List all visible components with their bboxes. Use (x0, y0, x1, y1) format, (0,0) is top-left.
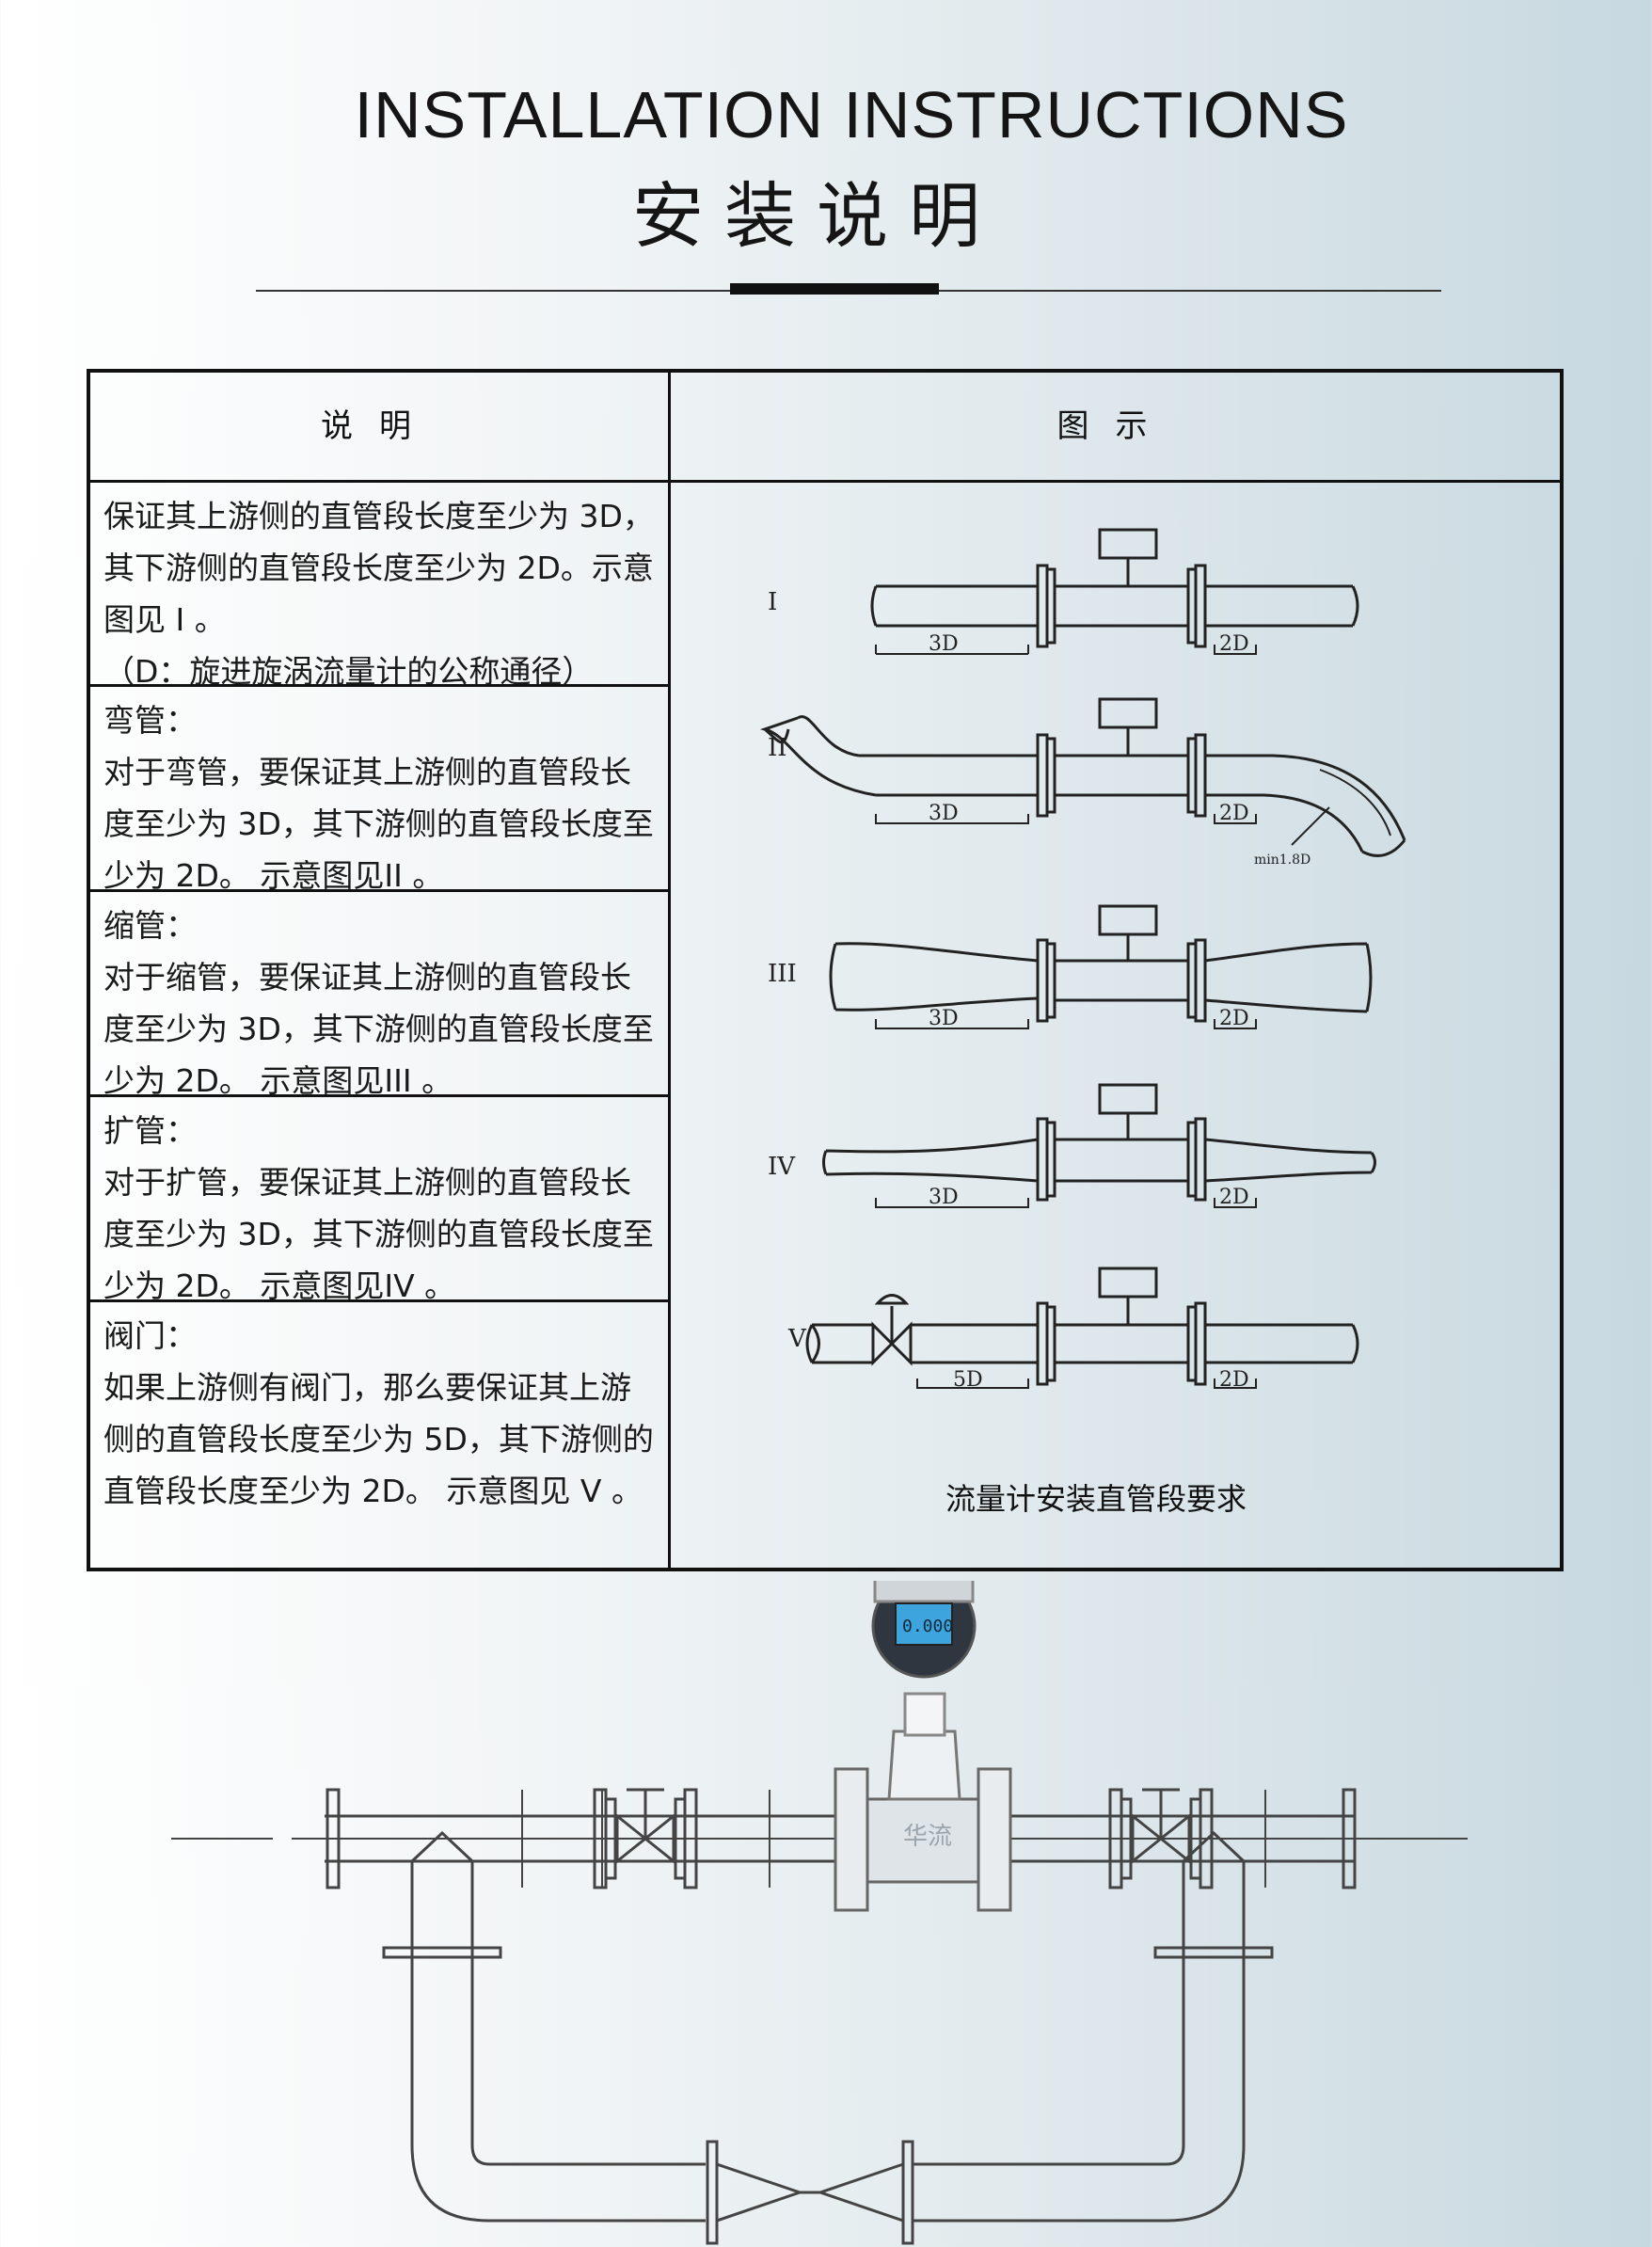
figure-roman-numeral: IV (768, 1153, 796, 1181)
desc-line: 对于弯管，要保证其上游侧的直管段长 (103, 754, 631, 790)
desc-line: 度至少为 3D，其下游侧的直管段长度至 (103, 1216, 654, 1252)
desc-line: 少为 2D。 示意图见III 。 (103, 1062, 453, 1099)
desc-line: 对于扩管，要保证其上游侧的直管段长 (103, 1164, 631, 1201)
desc-row-expander: 扩管： 对于扩管，要保证其上游侧的直管段长 度至少为 3D，其下游侧的直管段长度… (90, 1097, 668, 1304)
desc-line: 扩管： (103, 1112, 197, 1149)
figure-roman-numeral: I (768, 588, 777, 616)
downstream-length-label: 2D (1219, 632, 1249, 656)
header-divider-accent (730, 283, 939, 295)
page-header: INSTALLATION INSTRUCTIONS 安装说明 (0, 0, 1652, 311)
meter-display-value: 0.000 (902, 1617, 953, 1636)
figure-iv-expander-pipe: IV 3D 2D (768, 1083, 1376, 1209)
desc-line: 图见 I 。 (103, 601, 226, 638)
desc-row-elbow: 弯管： 对于弯管，要保证其上游侧的直管段长 度至少为 3D，其下游侧的直管段长度… (90, 687, 668, 894)
desc-line: 保证其上游侧的直管段长度至少为 3D， (103, 498, 654, 534)
desc-row-reducer: 缩管： 对于缩管，要保证其上游侧的直管段长 度至少为 3D，其下游侧的直管段长度… (90, 892, 668, 1099)
pipe-diagrams: I 3D 2D II (759, 528, 1406, 1392)
downstream-length-label: 2D (1219, 802, 1249, 825)
desc-line: 阀门： (103, 1317, 197, 1354)
desc-row-straight: 保证其上游侧的直管段长度至少为 3D， 其下游侧的直管段长度至少为 2D。示意 … (90, 483, 668, 690)
figure-roman-numeral: V (787, 1325, 807, 1353)
upstream-length-label: 3D (929, 1007, 959, 1030)
desc-line: 对于缩管，要保证其上游侧的直管段长 (103, 959, 631, 996)
figure-i-straight-pipe: I 3D 2D (768, 528, 1359, 656)
upstream-length-label: 3D (929, 802, 959, 825)
desc-line: 其下游侧的直管段长度至少为 2D。示意 (103, 550, 654, 586)
downstream-length-label: 2D (1219, 1186, 1249, 1209)
header-description: 说明 (321, 407, 437, 445)
desc-line: 如果上游侧有阀门，那么要保证其上游 (103, 1369, 631, 1406)
installation-table: 说明 图示 保证其上游侧的直管段长度至少为 3D， 其下游侧的直管段长度至少为 … (87, 369, 1564, 1571)
desc-line: 缩管： (103, 907, 197, 944)
figure-ii-elbow-pipe: II 3D 2D min1.8D (759, 697, 1406, 868)
header-diagram: 图示 (1056, 407, 1174, 445)
minimum-radius-label: min1.8D (1254, 853, 1310, 868)
title-chinese: 安装说明 (632, 174, 1001, 258)
meter-brand-label: 华流 (903, 1823, 952, 1851)
desc-line: 度至少为 3D，其下游侧的直管段长度至 (103, 805, 654, 842)
title-english: INSTALLATION INSTRUCTIONS (354, 78, 1349, 151)
figure-iii-reducer-pipe: III 3D 2D (768, 904, 1373, 1030)
bypass-installation-diagram: 0.000 华流 (171, 1581, 1468, 2245)
desc-line: 少为 2D。 示意图见II 。 (103, 857, 444, 894)
figure-roman-numeral: III (768, 960, 797, 988)
desc-line: 侧的直管段长度至少为 5D，其下游侧的 (103, 1421, 654, 1458)
desc-line: 弯管： (103, 702, 197, 739)
desc-line: 度至少为 3D，其下游侧的直管段长度至 (103, 1011, 654, 1047)
vortex-flowmeter: 0.000 华流 (834, 1581, 1012, 1912)
figure-roman-numeral: II (768, 734, 787, 762)
downstream-length-label: 2D (1219, 1368, 1249, 1392)
desc-row-valve: 阀门： 如果上游侧有阀门，那么要保证其上游 侧的直管段长度至少为 5D，其下游侧… (90, 1302, 668, 1568)
figure-v-valve-pipe: V 5D 2D (787, 1267, 1359, 1392)
downstream-length-label: 2D (1219, 1007, 1249, 1030)
figure-caption: 流量计安装直管段要求 (945, 1481, 1247, 1517)
desc-line: （D：旋进旋涡流量计的公称通径） (103, 653, 594, 690)
desc-line: 少为 2D。 示意图见IV 。 (103, 1267, 456, 1304)
table-header-row: 说明 图示 (90, 373, 1560, 483)
upstream-length-label: 3D (929, 632, 959, 656)
column-divider (668, 373, 671, 1568)
desc-line: 直管段长度至少为 2D。 示意图见 V 。 (103, 1473, 643, 1509)
upstream-length-label: 5D (953, 1368, 983, 1392)
upstream-length-label: 3D (929, 1186, 959, 1209)
